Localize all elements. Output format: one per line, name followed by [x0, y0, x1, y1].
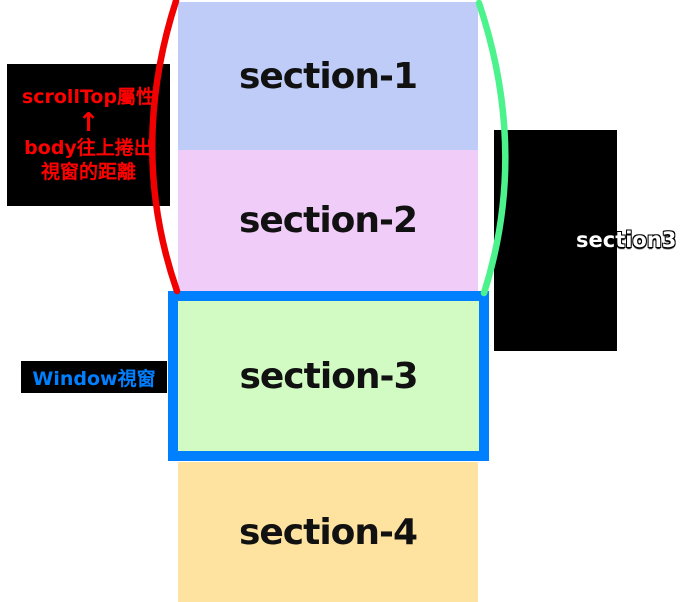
scrolltop-property-text: scrollTop屬性	[21, 86, 156, 108]
section-4-label: section-4	[238, 511, 418, 553]
section-1-block: section-1	[178, 2, 478, 150]
scrolltop-description-line2: 視窗的距離	[40, 161, 136, 183]
right-annotation-text: section3	[576, 228, 677, 252]
section-1-label: section-1	[238, 55, 418, 97]
up-arrow-icon: ↑	[77, 108, 100, 138]
window-label-box: Window視窗	[21, 361, 167, 393]
section-3-label: section-3	[239, 355, 418, 397]
window-viewport-frame: section-3	[168, 291, 489, 461]
section-2-label: section-2	[238, 200, 418, 241]
right-annotation-box	[494, 130, 617, 351]
section-2-block: section-2	[178, 150, 478, 291]
scrolltop-description-line1: body往上捲出	[24, 137, 153, 159]
scrolltop-annotation-box: scrollTop屬性 ↑ body往上捲出 視窗的距離	[7, 64, 170, 206]
section-4-block: section-4	[178, 462, 478, 602]
window-label-text: Window視窗	[32, 367, 156, 390]
